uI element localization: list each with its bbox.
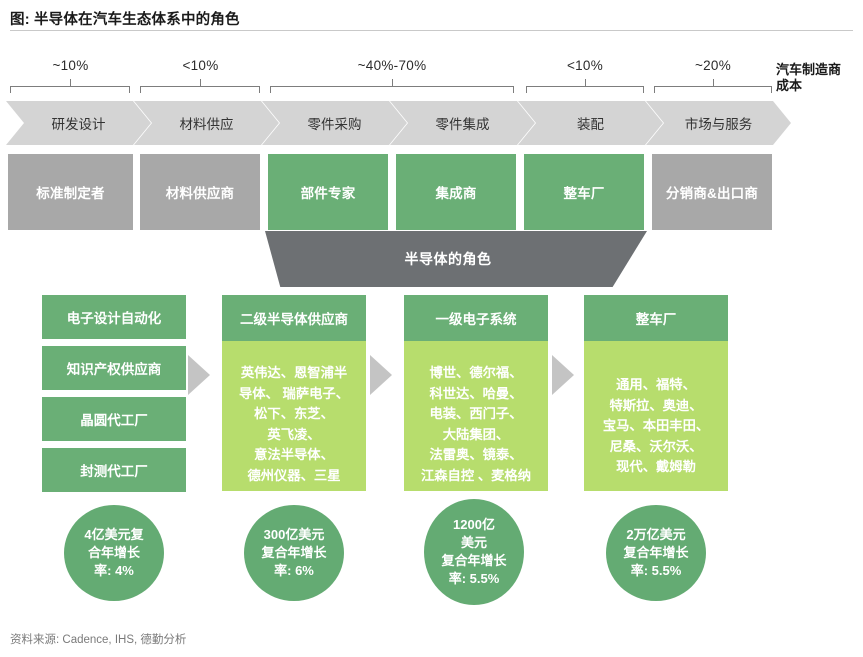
cell-label: 封测代工厂 [80, 464, 148, 479]
column-0-cell-1[interactable]: 知识产权供应商 [42, 346, 186, 390]
role-box-3[interactable]: 集成商 [396, 154, 516, 230]
cell-label: 电子设计自动化 [66, 311, 162, 326]
flow-arrow-icon-2 [552, 355, 574, 395]
title-divider [10, 30, 853, 31]
pct-label-0: ~10% [52, 58, 89, 73]
role-box-label: 集成商 [435, 186, 477, 201]
column-0-cell-2[interactable]: 晶圆代工厂 [42, 397, 186, 441]
role-box-1[interactable]: 材料供应商 [140, 154, 260, 230]
role-box-2[interactable]: 部件专家 [268, 154, 388, 230]
oem-cost-label: 汽车制造商成本 [776, 62, 842, 94]
pct-label-2: ~40%-70% [357, 58, 427, 73]
semiconductor-role-banner-label: 半导体的角色 [404, 251, 492, 267]
semiconductor-role-banner: 半导体的角色 [265, 231, 647, 287]
column-header-label: 整车厂 [635, 312, 677, 327]
chevron-label: 零件采购 [307, 117, 362, 132]
chevron-stage-4[interactable]: 装配 [518, 101, 663, 145]
role-box-5[interactable]: 分销商&出口商 [652, 154, 772, 230]
column-header-label: 二级半导体供应商 [240, 312, 348, 327]
bracket-5 [654, 79, 772, 93]
bracket-1 [140, 79, 260, 93]
column-3-body: 通用、福特、特斯拉、奥迪、宝马、本田丰田、尼桑、沃尔沃、现代、戴姆勒 [584, 341, 728, 491]
chevron-stage-3[interactable]: 零件集成 [390, 101, 535, 145]
column-2-body: 博世、德尔福、科世达、哈曼、电装、西门子、大陆集团、法雷奥、镜泰、江森自控 、麦… [404, 341, 548, 491]
role-box-label: 分销商&出口商 [665, 186, 759, 201]
column-2-header[interactable]: 一级电子系统 [404, 295, 548, 341]
bracket-4 [526, 79, 644, 93]
source-note: 资料来源: Cadence, IHS, 德勤分析 [10, 634, 187, 646]
column-2: 一级电子系统 博世、德尔福、科世达、哈曼、电装、西门子、大陆集团、法雷奥、镜泰、… [404, 295, 548, 491]
flow-arrow-icon-1 [370, 355, 392, 395]
segment-columns: 电子设计自动化 知识产权供应商 晶圆代工厂 封测代工厂 二级半导体供应商 英伟达… [0, 295, 863, 495]
metric-circle-3: 2万亿美元复合年增长率: 5.5% [606, 505, 706, 601]
pct-label-5: ~20% [694, 58, 732, 73]
column-3-header[interactable]: 整车厂 [584, 295, 728, 341]
value-chain-chevrons: 研发设计 材料供应 零件采购 零件集成 装配 市场与服务 [0, 101, 863, 145]
pct-label-4: <10% [566, 58, 604, 73]
flow-arrow-icon-0 [188, 355, 210, 395]
chevron-stage-5[interactable]: 市场与服务 [646, 101, 791, 145]
role-box-label: 标准制定者 [36, 186, 105, 201]
figure-title: 图: 半导体在汽车生态体系中的角色 [10, 12, 240, 28]
role-boxes-row: 标准制定者 材料供应商 部件专家 集成商 整车厂 分销商&出口商 [0, 154, 863, 230]
metric-circles: 4亿美元复合年增长率: 4% 300亿美元复合年增长率: 6% 1200亿美元复… [0, 499, 863, 605]
column-0-cell-3[interactable]: 封测代工厂 [42, 448, 186, 492]
bracket-0 [10, 79, 130, 93]
chevron-stage-1[interactable]: 材料供应 [134, 101, 279, 145]
chevron-label: 材料供应 [179, 117, 234, 132]
chevron-stage-0[interactable]: 研发设计 [6, 101, 151, 145]
column-0: 电子设计自动化 知识产权供应商 晶圆代工厂 封测代工厂 [42, 295, 186, 499]
chevron-label: 市场与服务 [684, 117, 753, 132]
pct-label-1: <10% [182, 58, 219, 73]
chevron-label: 零件集成 [435, 117, 490, 132]
cell-label: 晶圆代工厂 [80, 413, 148, 428]
chevron-label: 装配 [577, 117, 604, 132]
bracket-2 [270, 79, 514, 93]
column-header-label: 一级电子系统 [435, 312, 517, 327]
chevron-label: 研发设计 [51, 117, 106, 132]
column-3: 整车厂 通用、福特、特斯拉、奥迪、宝马、本田丰田、尼桑、沃尔沃、现代、戴姆勒 [584, 295, 728, 491]
column-1-body: 英伟达、恩智浦半导体、 瑞萨电子、松下、东芝、英飞凌、意法半导体、德州仪器、三星 [222, 341, 366, 491]
column-0-cell-0[interactable]: 电子设计自动化 [42, 295, 186, 339]
role-box-4[interactable]: 整车厂 [524, 154, 644, 230]
cell-label: 知识产权供应商 [66, 362, 162, 377]
role-box-label: 部件专家 [300, 186, 356, 201]
role-box-label: 材料供应商 [165, 186, 235, 201]
metric-circle-2: 1200亿美元复合年增长率: 5.5% [424, 499, 524, 605]
role-box-label: 整车厂 [563, 186, 605, 201]
column-1-header[interactable]: 二级半导体供应商 [222, 295, 366, 341]
chevron-stage-2[interactable]: 零件采购 [262, 101, 407, 145]
metric-circle-1: 300亿美元复合年增长率: 6% [244, 505, 344, 601]
column-1: 二级半导体供应商 英伟达、恩智浦半导体、 瑞萨电子、松下、东芝、英飞凌、意法半导… [222, 295, 366, 491]
metric-circle-0: 4亿美元复合年增长率: 4% [64, 505, 164, 601]
role-box-0[interactable]: 标准制定者 [8, 154, 133, 230]
